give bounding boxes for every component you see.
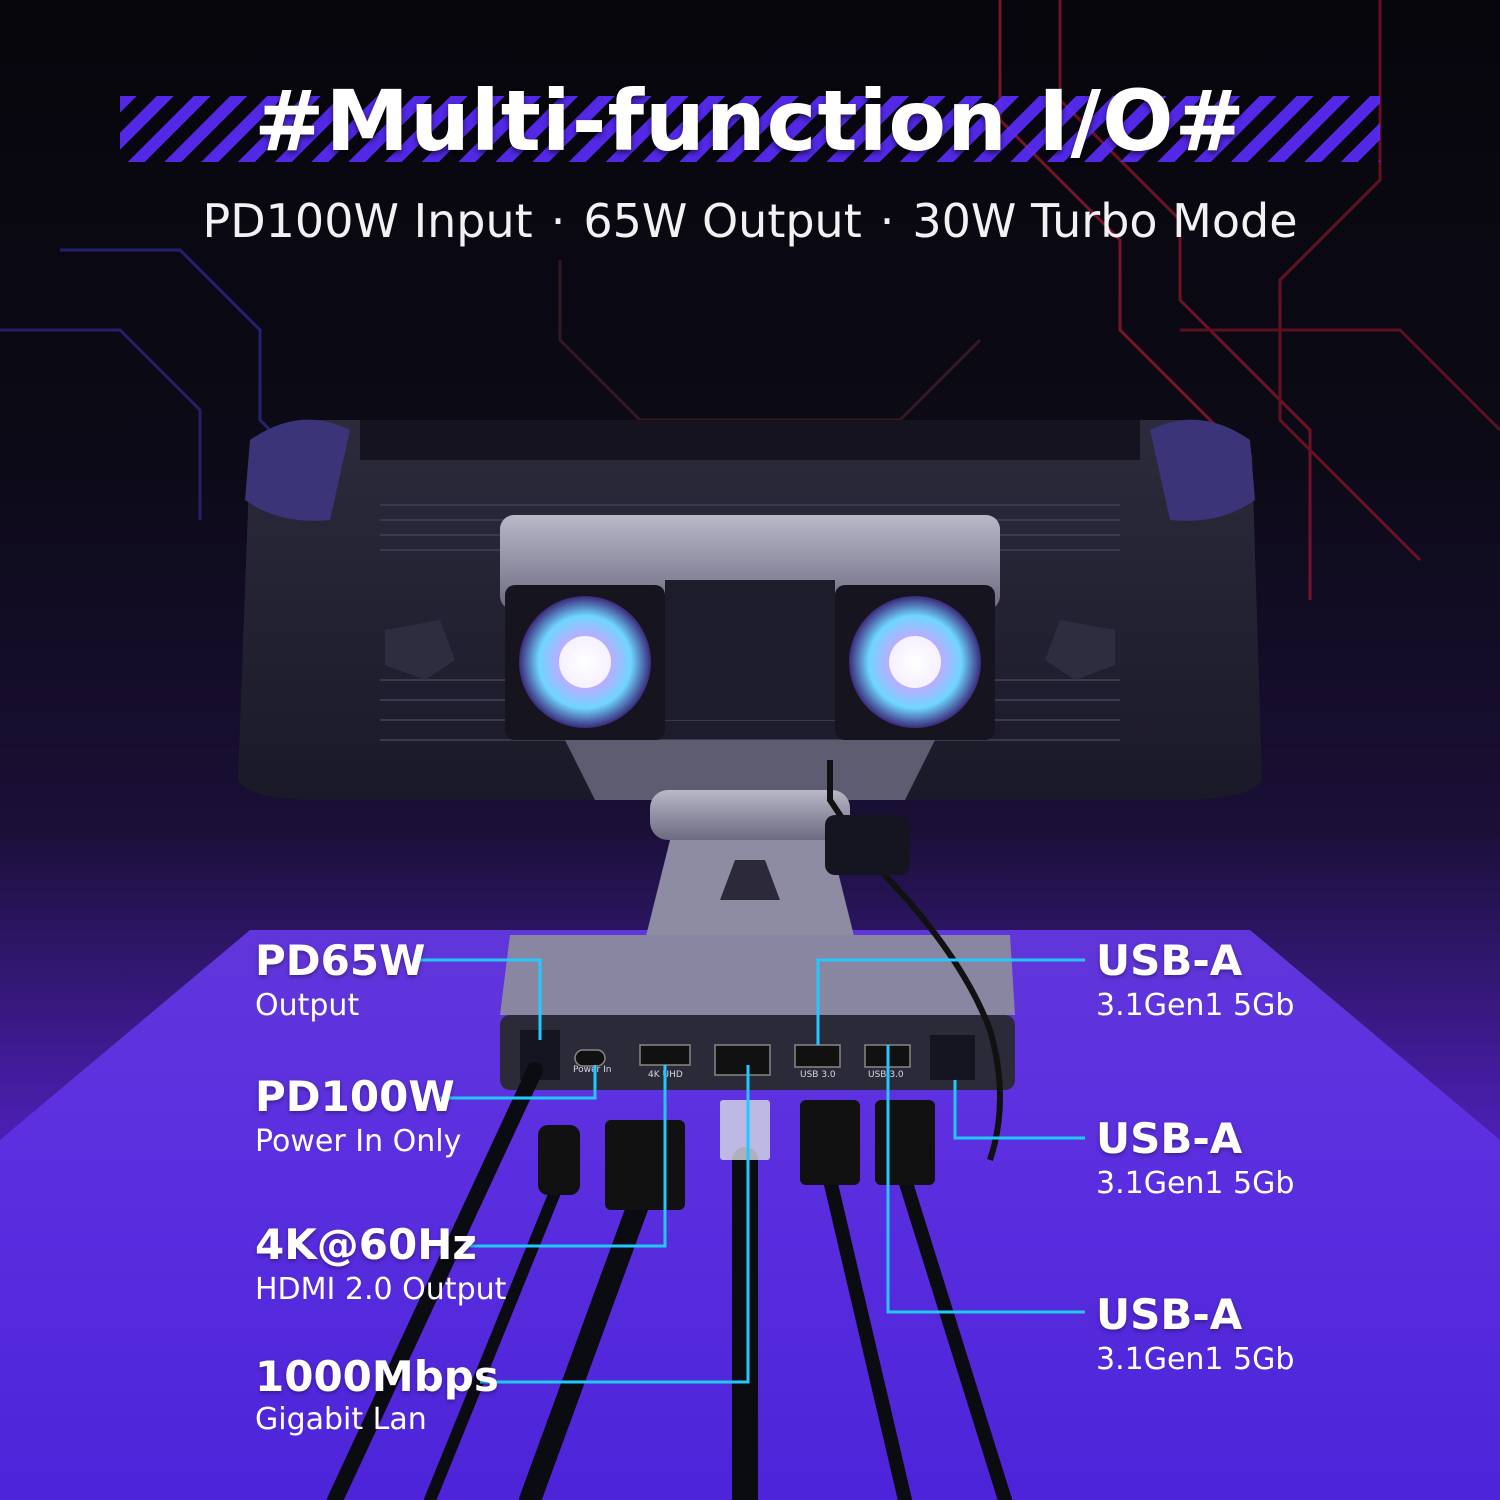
label-hdmi-sub: HDMI 2.0 Output bbox=[255, 1272, 507, 1307]
dock-label-usb-2: USB 3.0 bbox=[868, 1070, 904, 1080]
subtitle-separator: · bbox=[550, 194, 566, 248]
cooling-fan-module bbox=[500, 515, 1000, 740]
cables bbox=[327, 1062, 1012, 1500]
label-hdmi-head: 4K@60Hz bbox=[255, 1220, 477, 1269]
label-lan-sub: Gigabit Lan bbox=[255, 1402, 427, 1437]
label-usb-a-2-head: USB-A bbox=[1096, 1114, 1243, 1163]
page-subtitle: PD100W Input · 65W Output · 30W Turbo Mode bbox=[0, 194, 1500, 248]
subtitle-turbo-spec: 30W Turbo Mode bbox=[912, 194, 1298, 248]
label-usb-a-1-sub: 3.1Gen1 5Gb bbox=[1096, 988, 1295, 1023]
label-pd100w-sub: Power In Only bbox=[255, 1124, 462, 1159]
callout-lines bbox=[415, 958, 1085, 1384]
label-pd100w-head: PD100W bbox=[255, 1072, 455, 1121]
page-title: #Multi-function I/O# bbox=[254, 72, 1246, 170]
label-lan-head: 1000Mbps bbox=[255, 1352, 499, 1401]
label-usb-a-3-sub: 3.1Gen1 5Gb bbox=[1096, 1342, 1295, 1377]
label-usb-a-2-sub: 3.1Gen1 5Gb bbox=[1096, 1166, 1295, 1201]
label-usb-a-1-head: USB-A bbox=[1096, 936, 1243, 985]
dock-label-power-in: Power In bbox=[573, 1065, 611, 1075]
title-stripe-band bbox=[120, 96, 1380, 162]
subtitle-output-spec: 65W Output bbox=[583, 194, 862, 248]
subtitle-input-spec: PD100W Input bbox=[202, 194, 533, 248]
label-pd65w-head: PD65W bbox=[255, 936, 426, 985]
subtitle-separator: · bbox=[879, 194, 895, 248]
dock-base: Power In 4K UHD USB 3.0 USB 3.0 bbox=[500, 935, 1015, 1090]
label-usb-a-3-head: USB-A bbox=[1096, 1290, 1243, 1339]
label-pd65w-sub: Output bbox=[255, 988, 360, 1023]
dock-label-usb-1: USB 3.0 bbox=[800, 1070, 836, 1080]
